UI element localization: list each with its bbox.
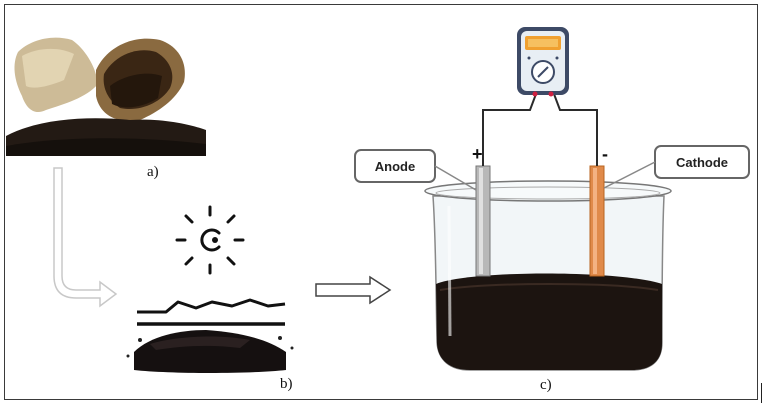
beaker-icon <box>424 180 672 371</box>
sun-icon <box>175 205 245 275</box>
multimeter-icon <box>517 27 569 97</box>
drying-layers-icon <box>126 298 294 373</box>
panel-label-b: b) <box>280 376 293 392</box>
plus-sign: + <box>472 144 483 164</box>
minus-sign: - <box>602 144 608 164</box>
process-arrow-right <box>315 275 392 305</box>
anode-callout: Anode <box>354 149 477 191</box>
wires <box>482 93 598 166</box>
figure-frame <box>4 4 758 400</box>
cathode-callout: Cathode <box>603 145 750 189</box>
process-arrow-down <box>53 167 118 308</box>
anode-rod <box>475 165 491 277</box>
panel-label-a: a) <box>147 164 159 180</box>
edge-tick <box>761 383 762 403</box>
anode-label: Anode <box>375 159 415 174</box>
cathode-rod <box>589 165 605 277</box>
panel-label-c: c) <box>540 377 552 393</box>
coffee-filter-icon <box>6 26 206 156</box>
cathode-label: Cathode <box>676 155 728 170</box>
